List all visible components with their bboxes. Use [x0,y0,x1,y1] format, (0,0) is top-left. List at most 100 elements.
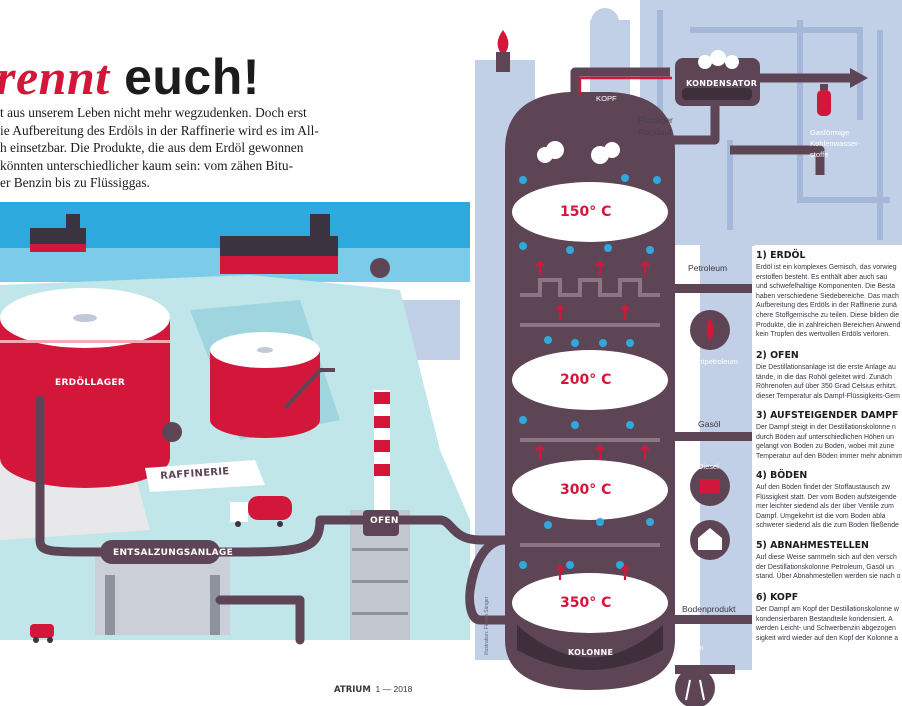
head-label: KOPF [596,94,617,103]
overhead-vapour-pipe [570,67,850,175]
tank-label: ERDÖLLAGER [55,378,126,388]
storage-tank-small [210,332,335,438]
intro-line: h einsetzbar. Die Produkte, die aus dem … [0,140,304,156]
product-lamp-oil: Leuchtpetroleum [682,357,738,366]
flare-stack [496,30,510,72]
diesel-engine-icon [690,466,730,506]
gas-label-1: Gasförmige [810,128,850,137]
intro-line: er Benzin bis zu Flüssiggas. [0,175,150,191]
section-title: 5) ABNAHMESTELLEN [756,540,869,551]
text-line: kein Tropfen des wertvollen Erdöls verlo… [756,331,891,339]
product-gas-oil: Gasöl [698,419,721,429]
text-line: mer leichter siedend als der über Ventil… [756,503,894,511]
reflux-label-1: Flüssiger [638,115,673,125]
text-line: stand. Über Abnahmestellen werden sie na… [756,573,901,581]
vapour-arrows [535,260,650,580]
info-section-outlets: 5) ABNAHMESTELLEN Auf diese Weise sammel… [756,540,902,582]
intro-line: t aus unserem Leben nicht mehr wegzudenk… [0,105,307,120]
main-pipelines [35,395,510,645]
column-label: KOLONNE [568,648,614,657]
page-footer: ATRIUM 1 — 2018 [334,684,412,695]
section-title: 6) KOPF [756,592,799,603]
intro-paragraph: t aus unserem Leben nicht mehr wegzudenk… [0,104,350,192]
text-line: chere Stoffgemische zu teilen. Diese bil… [756,311,900,319]
text-line: haben verschiedene Siedebereiche. Das ma… [756,292,899,300]
text-line: und schwefelhaltige Komponenten. Die Bes… [756,283,896,291]
reflux-label-2: Rücklauf [638,127,672,137]
page-title: rennt euch! [0,52,260,102]
car [30,624,54,643]
section-text: Die Destillationsanlage ist die erste An… [756,363,902,401]
section-text: Der Dampf am Kopf der Destillationskolon… [756,605,902,643]
house-icon [690,520,730,560]
info-section-head: 6) KOPF Der Dampf am Kopf der Destillati… [756,592,902,643]
section-text: Auf den Böden findet der Stoffaustausch … [756,483,902,531]
text-line: durch Böden auf unterschiedlichen Höhen … [756,433,894,441]
temperature-300: 300° C [560,482,612,498]
desalination-label: ENTSALZUNGSANLAGE [113,548,234,558]
info-section-trays: 4) BÖDEN Auf den Böden findet der Stoffa… [756,470,902,531]
temperature-200: 200° C [560,372,612,388]
intro-line: ie Aufbereitung des Erdöls in der Raffin… [0,122,319,138]
text-line: Erdöl ist ein komplexes Gemisch, das vor… [756,264,897,271]
info-section-furnace: 2) OFEN Die Destillationsanlage ist die … [756,350,902,401]
refinery-banner [145,460,265,492]
section-title: 1) ERDÖL [756,250,806,261]
section-title: 2) OFEN [756,350,799,361]
section-title: 3) AUFSTEIGENDER DAMPF [756,410,899,421]
section-title: 4) BÖDEN [756,470,808,481]
product-diesel: Diesel [698,462,719,471]
section-text: Auf diese Weise sammeln sich auf den ver… [756,553,902,582]
condenser-label: KONDENSATOR [686,79,758,88]
title-red-part: rennt [0,49,110,105]
text-line: tände, in die das Rohöl geleitet wird. Z… [756,373,892,381]
text-line: Auf den Böden findet der Stoffaustausch … [756,484,890,491]
text-line: erstoffen besteht. Es enthält aber auch … [756,273,888,281]
text-line: schwerer siedend als die zum Boden fließ… [756,522,899,530]
text-line: gelangt von Boden zu Boden, wobei mit zu… [756,443,895,451]
footer-brand: ATRIUM [334,685,371,695]
gas-label-3: stoffe [810,150,829,159]
illustration-credit: Illustration: Florian Sänger [484,596,490,655]
text-line: Der Dampf steigt in der Destillationskol… [756,424,896,431]
furnace-structure [350,510,410,640]
column-trays [520,278,660,547]
product-heating-oil: Heizöl [678,514,699,523]
text-line: Der Dampf am Kopf der Destillationskolon… [756,606,899,613]
liquid-droplets [519,174,661,569]
text-line: Flüssigkeit statt. Der vom Boden aufstei… [756,493,897,501]
text-line: Temperatur auf den Böden immer mehr abni… [756,452,902,460]
product-bottom: Bodenprodukt [682,604,736,614]
condenser-unit [675,50,760,106]
gas-label-2: Kohlenwasser- [810,139,861,148]
column-top-clouds [537,141,620,164]
text-line: kondensierbaren Bestandteile kondensiert… [756,615,893,623]
temperature-350: 350° C [560,595,612,611]
intro-line: könnten unterschiedlicher kaum sein: vom… [0,157,294,173]
product-petroleum: Petroleum [688,263,728,273]
tanker-truck [230,496,292,527]
ships [30,214,338,274]
distillation-column [505,92,675,690]
footer-issue: 1 — 2018 [375,684,413,694]
text-line: Aufbereitung des Erdöls in der Raffineri… [756,302,897,310]
trees [162,258,390,442]
lamp-icon [690,310,730,350]
info-section-rising-vapour: 3) AUFSTEIGENDER DAMPF Der Dampf steigt … [756,410,902,461]
text-line: der Destillationskolonne Petroleum, Gasö… [756,563,894,571]
temperature-150: 150° C [560,204,612,220]
text-line: Auf diese Weise sammeln sich auf den ver… [756,554,897,561]
gas-cylinder-icon [817,84,831,116]
road-icon [675,668,715,706]
text-line: dieser Temperatur als Dampf-Flüssigkeits… [756,392,900,400]
furnace-label: OFEN [370,516,399,526]
section-text: Erdöl ist ein komplexes Gemisch, das vor… [756,263,902,340]
info-section-crude-oil: 1) ERDÖL Erdöl ist ein komplexes Gemisch… [756,250,902,340]
text-line: Die Destillationsanlage ist die erste An… [756,364,896,371]
text-line: sigkeit wird wieder auf den Kopf der Kol… [756,634,899,642]
text-line: Röhrenofen auf über 350 Grad Celsius erh… [756,383,897,391]
section-text: Der Dampf steigt in der Destillationskol… [756,423,902,461]
text-line: Dampf. Umgekehrt ist die vom Boden abla [756,512,886,520]
chimney [374,390,390,530]
